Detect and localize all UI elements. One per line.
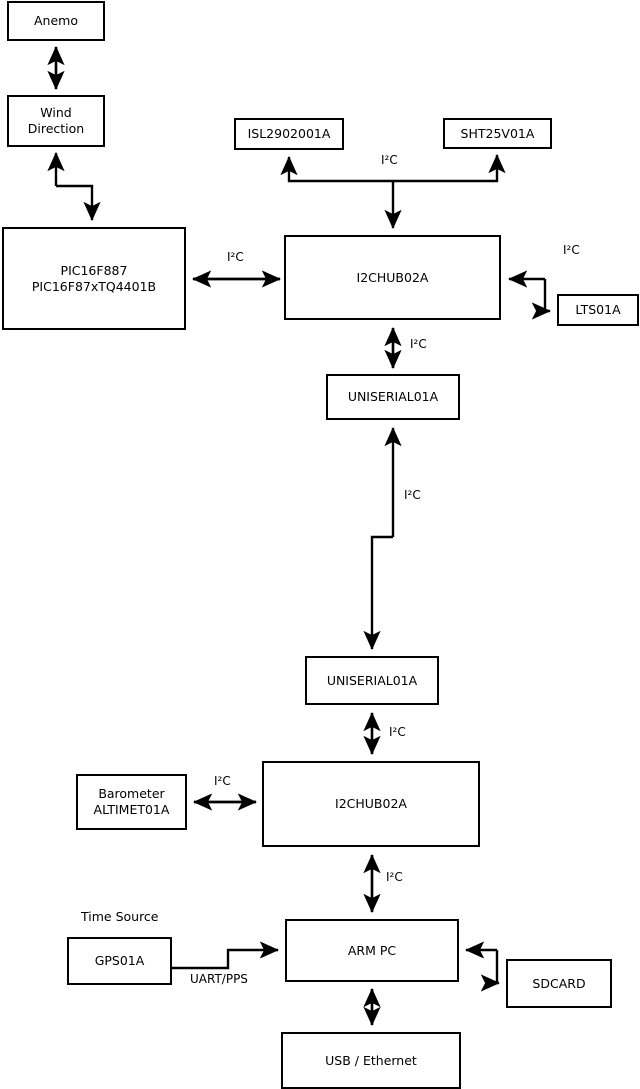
node-uniserial01a-upper[interactable]: UNISERIAL01A bbox=[326, 374, 460, 420]
label-time-source: Time Source bbox=[81, 909, 159, 924]
node-isl2902001a-label: ISL2902001A bbox=[247, 126, 331, 141]
node-sht25v01a[interactable]: SHT25V01A bbox=[443, 118, 552, 149]
node-arm-pc[interactable]: ARM PC bbox=[285, 919, 459, 982]
node-anemo-label: Anemo bbox=[34, 13, 78, 28]
node-uniserial01a-lower[interactable]: UNISERIAL01A bbox=[305, 656, 439, 705]
node-arm-pc-label: ARM PC bbox=[347, 942, 397, 958]
node-gps01a[interactable]: GPS01A bbox=[67, 937, 172, 985]
wire-wind-to-pic bbox=[56, 184, 101, 221]
wire-hub-to-sht bbox=[393, 154, 506, 183]
node-uniserial01a-upper-label: UNISERIAL01A bbox=[347, 389, 439, 404]
node-barometer-altimet01a-label: Barometer ALTIMET01A bbox=[93, 786, 170, 817]
label-pic-hub-i2c: I²C bbox=[227, 250, 244, 264]
label-hub-armpc-i2c: I²C bbox=[386, 870, 403, 884]
node-gps01a-label: GPS01A bbox=[94, 953, 145, 968]
label-uniserial-link-i2c: I²C bbox=[404, 488, 421, 502]
label-barometer-i2c: I²C bbox=[214, 774, 231, 788]
label-gps-uart: UART/PPS bbox=[190, 972, 248, 986]
label-hub-uniserial-i2c: I²C bbox=[410, 337, 427, 351]
label-uniserial-hub-i2c: I²C bbox=[389, 725, 406, 739]
node-i2chub02a-top[interactable]: I2CHUB02A bbox=[284, 235, 501, 320]
node-i2chub02a-top-label: I2CHUB02A bbox=[356, 269, 429, 285]
node-uniserial01a-lower-label: UNISERIAL01A bbox=[326, 672, 418, 688]
node-wind-direction[interactable]: Wind Direction bbox=[7, 95, 105, 147]
node-lts01a[interactable]: LTS01A bbox=[557, 294, 639, 326]
node-usb-ethernet-label: USB / Ethernet bbox=[325, 1052, 417, 1068]
label-sensors-i2c: I²C bbox=[381, 153, 398, 167]
node-sht25v01a-label: SHT25V01A bbox=[460, 125, 535, 141]
wire-armpc-to-sdcard bbox=[480, 950, 500, 992]
node-i2chub02a-bottom-label: I2CHUB02A bbox=[335, 796, 407, 811]
node-usb-ethernet[interactable]: USB / Ethernet bbox=[281, 1032, 461, 1089]
wire-hub-to-lts bbox=[531, 279, 551, 320]
node-sdcard-label: SDCARD bbox=[532, 975, 586, 991]
node-sdcard[interactable]: SDCARD bbox=[506, 959, 612, 1008]
node-i2chub02a-bottom[interactable]: I2CHUB02A bbox=[262, 761, 480, 847]
node-barometer-altimet01a[interactable]: Barometer ALTIMET01A bbox=[76, 774, 187, 830]
node-anemo[interactable]: Anemo bbox=[7, 1, 105, 41]
node-pic-mcu-label: PIC16F887 PIC16F87xTQ4401B bbox=[31, 262, 157, 294]
node-lts01a-label: LTS01A bbox=[575, 302, 621, 317]
node-wind-direction-label: Wind Direction bbox=[27, 105, 85, 136]
wire-uniserial-down bbox=[363, 535, 393, 650]
label-hub-lts-i2c: I²C bbox=[563, 243, 580, 257]
wire-gps-to-armpc bbox=[172, 941, 279, 970]
node-isl2902001a[interactable]: ISL2902001A bbox=[234, 118, 344, 150]
node-pic-mcu[interactable]: PIC16F887 PIC16F87xTQ4401B bbox=[2, 227, 186, 330]
wire-hub-to-isl bbox=[280, 156, 393, 183]
